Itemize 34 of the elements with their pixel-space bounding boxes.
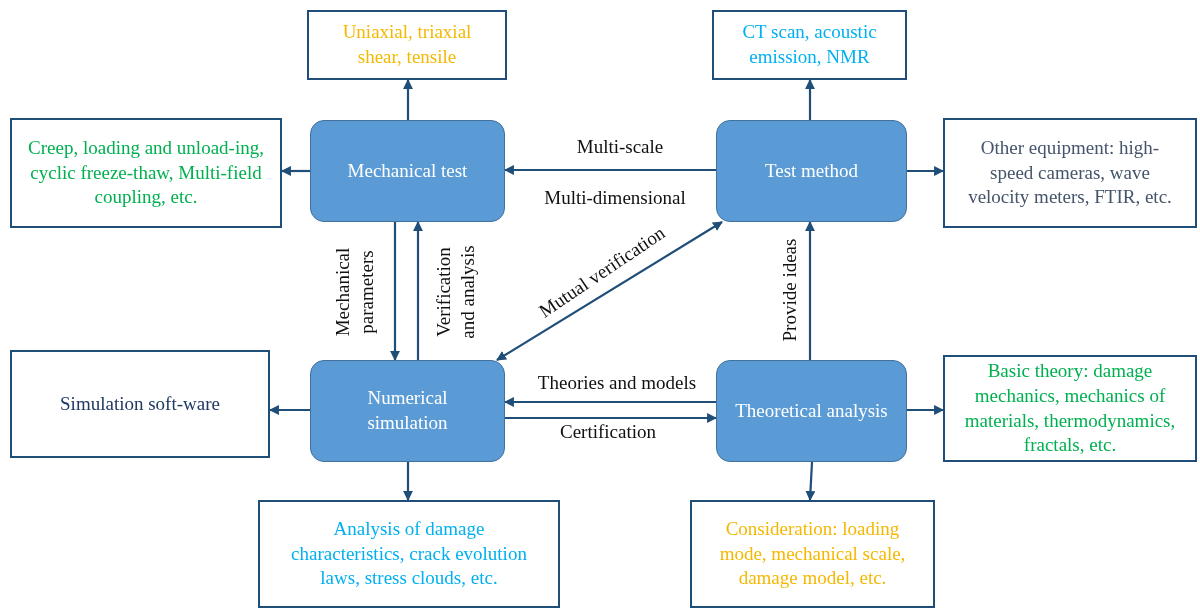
- arrow: [805, 461, 816, 501]
- edge-label: Certification: [560, 420, 656, 444]
- edge-label: Theories and models: [537, 371, 697, 395]
- process-box: Numerical simulation: [310, 360, 505, 462]
- arrow: [907, 405, 944, 415]
- note-box: Consideration: loading mode, mechanical scale, damage model, etc.: [690, 500, 935, 608]
- arrow: [505, 413, 717, 423]
- edge-label: Provide ideas: [778, 238, 802, 342]
- note-box: Basic theory: damage mechanics, mechanics of materials, thermodynamics, fractals, etc.: [943, 355, 1197, 462]
- process-box: Test method: [716, 120, 907, 222]
- process-box: Theoretical analysis: [716, 360, 907, 462]
- edge-label: Mechanical parameters: [331, 246, 378, 339]
- arrow: [390, 222, 400, 361]
- arrow: [907, 166, 944, 176]
- arrow: [281, 166, 310, 176]
- note-box: Creep, loading and unload-ing, cyclic freeze-thaw, Multi-field coupling, etc.: [10, 118, 282, 228]
- edge-label: Multi-scale: [576, 135, 664, 159]
- note-box: Other equipment: high-speed cameras, wave velocity meters, FTIR, etc.: [943, 118, 1197, 228]
- edge-label: Verification and analysis: [432, 244, 479, 341]
- arrow: [504, 165, 716, 175]
- note-box: Simulation soft-ware: [10, 350, 270, 458]
- arrow: [805, 79, 815, 120]
- process-box: Mechanical test: [310, 120, 505, 222]
- arrow: [805, 221, 815, 360]
- arrow: [413, 221, 423, 360]
- arrow: [269, 405, 310, 415]
- note-box: CT scan, acoustic emission, NMR: [712, 10, 907, 80]
- arrow: [496, 221, 723, 361]
- arrow: [403, 79, 413, 120]
- note-box: Uniaxial, triaxial shear, tensile: [307, 10, 507, 80]
- note-box: Analysis of damage characteristics, crack evolution laws, stress clouds, etc.: [258, 500, 560, 608]
- arrow: [403, 462, 413, 501]
- annotation-text: Multi-dimensional: [544, 186, 686, 210]
- arrow: [504, 397, 716, 407]
